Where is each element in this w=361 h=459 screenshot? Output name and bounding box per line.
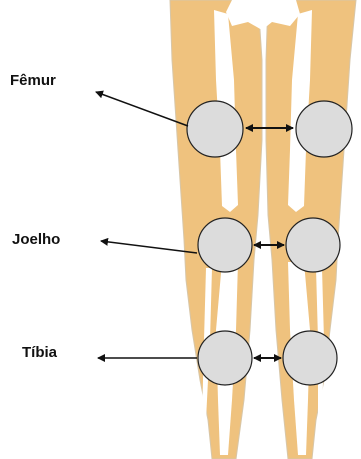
femur-label: Fêmur [10, 72, 56, 89]
right-tibia-marker [283, 331, 337, 385]
knee-pointer-arrow [101, 241, 197, 253]
knee-label: Joelho [12, 231, 60, 248]
tibia-label: Tíbia [22, 344, 57, 361]
right-femur-marker [296, 101, 352, 157]
left-femur-marker [187, 101, 243, 157]
left-tibia-marker [198, 331, 252, 385]
left-knee-marker [198, 218, 252, 272]
right-knee-marker [286, 218, 340, 272]
